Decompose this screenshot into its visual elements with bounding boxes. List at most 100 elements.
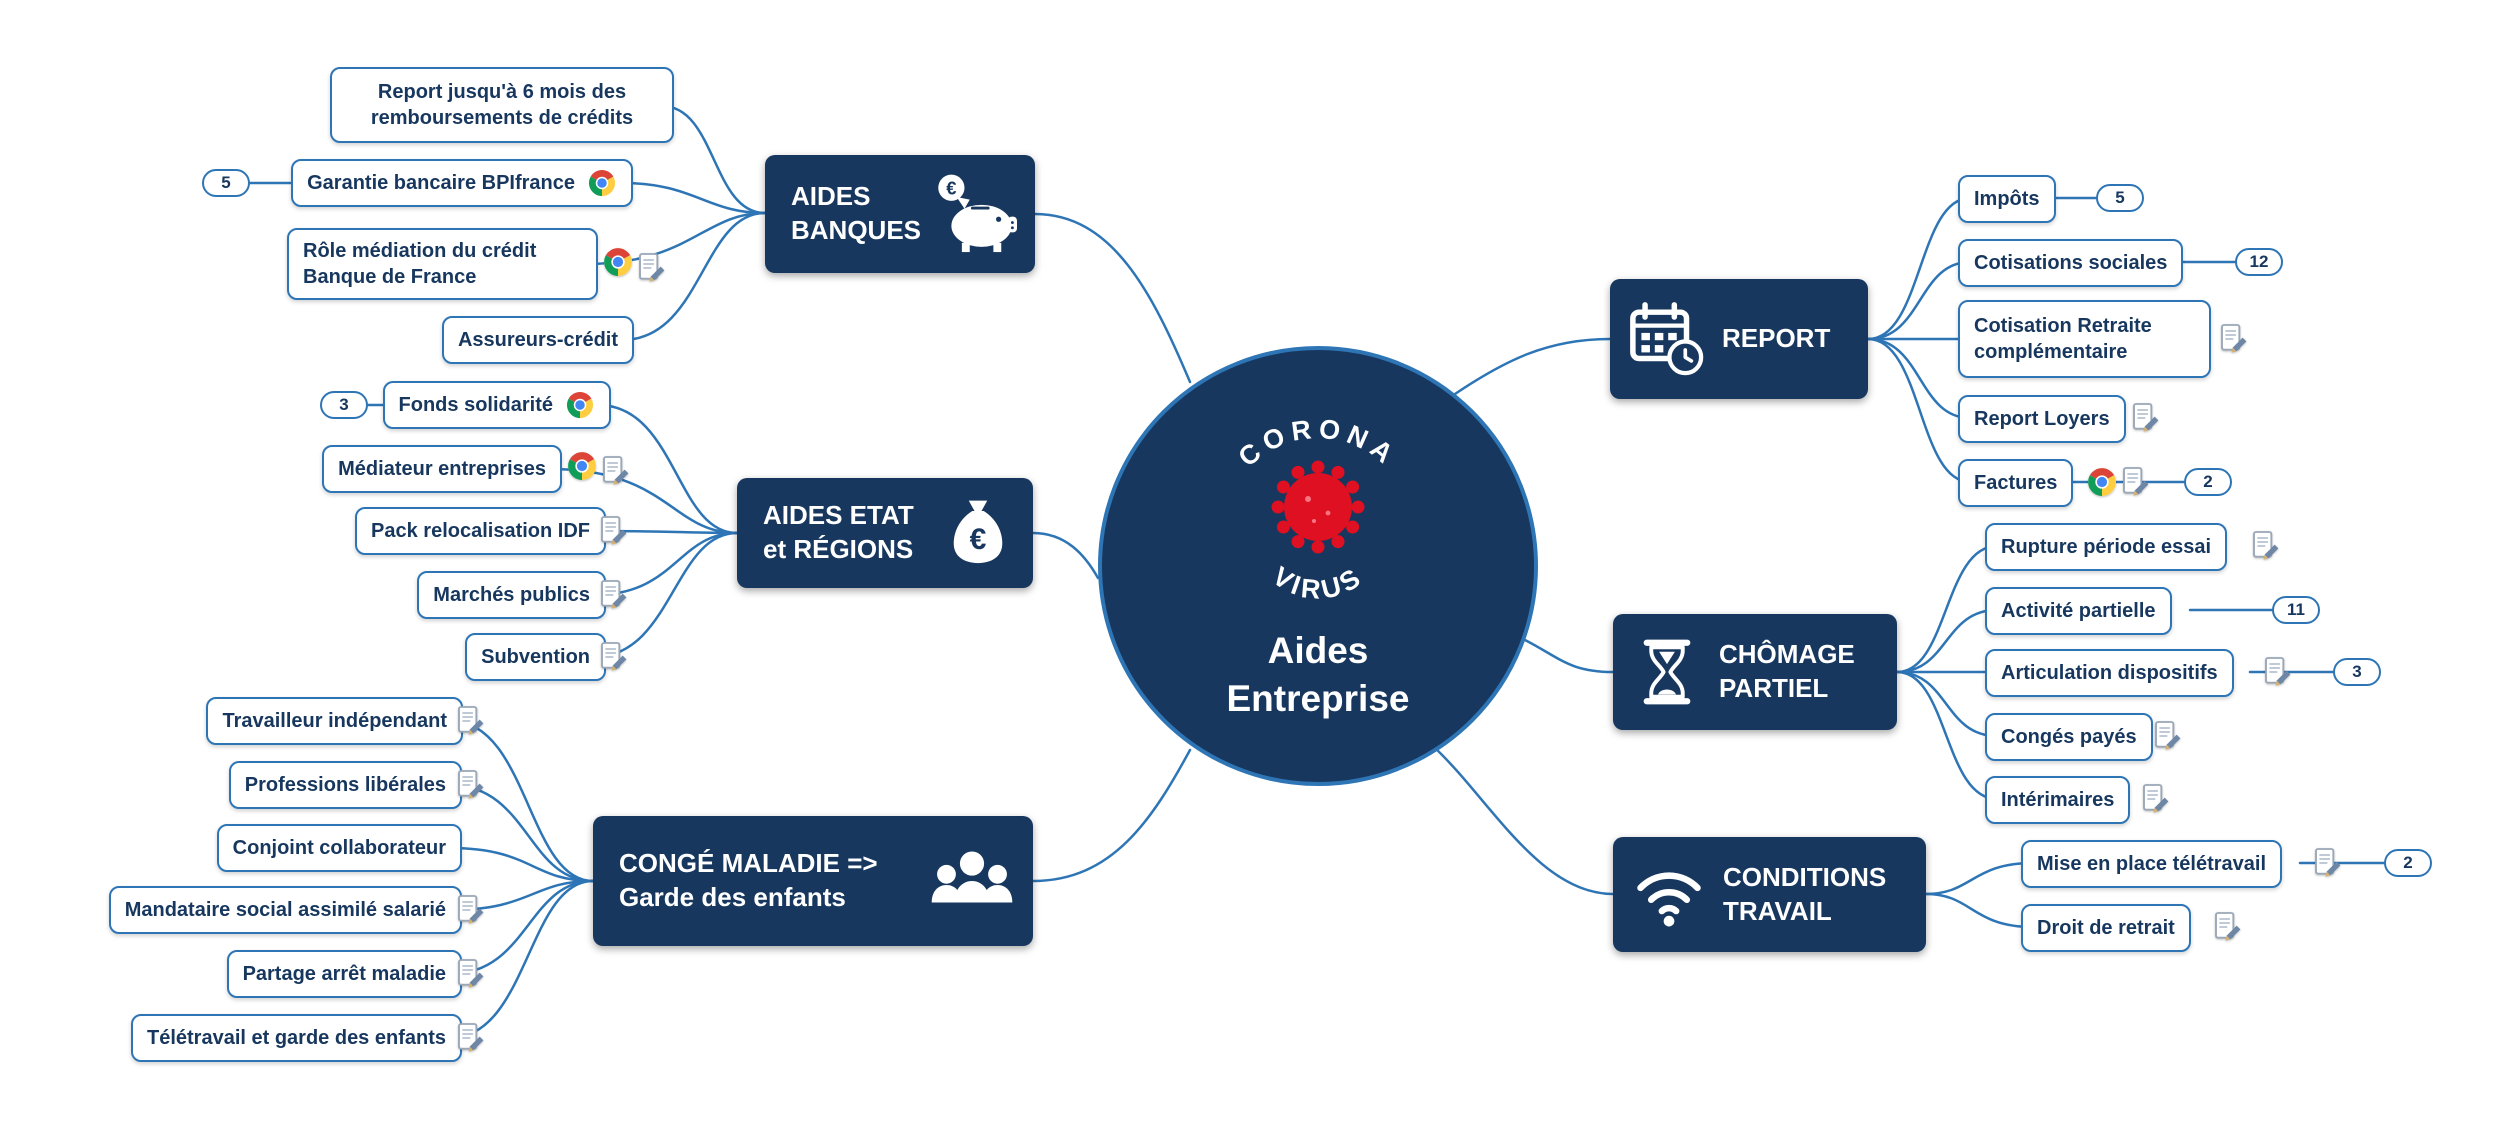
topic-label: Intérimaires <box>2001 788 2115 811</box>
chrome-link-icon[interactable] <box>566 450 598 482</box>
count-badge[interactable]: 5 <box>202 169 250 197</box>
topic-partage-arret-maladie[interactable]: Partage arrêt maladie <box>226 950 462 998</box>
topic-pack-relocalisation-idf[interactable]: Pack relocalisation IDF <box>355 507 606 555</box>
document-attachment-icon[interactable] <box>2120 466 2152 498</box>
central-circle <box>1098 346 1538 786</box>
document-attachment-icon[interactable] <box>598 515 630 547</box>
document-attachment-icon[interactable] <box>455 958 487 990</box>
topic-report-loyers[interactable]: Report Loyers <box>1958 395 2126 443</box>
topic-garantie-bpifrance[interactable]: Garantie bancaire BPIfrance <box>291 159 633 207</box>
center-title-line1: Aides <box>1268 630 1369 671</box>
topic-label: Pack relocalisation IDF <box>371 519 590 542</box>
document-attachment-icon[interactable] <box>598 579 630 611</box>
topic-label: Report Loyers <box>1974 407 2110 430</box>
topic-travailleur-independant[interactable]: Travailleur indépendant <box>206 697 463 745</box>
chrome-link-icon[interactable] <box>587 168 617 198</box>
chrome-link-icon[interactable] <box>602 246 634 278</box>
count-badge[interactable]: 2 <box>2384 849 2432 877</box>
topic-articulation-dispositifs[interactable]: Articulation dispositifs <box>1985 649 2234 697</box>
topic-label: Fonds solidarité <box>398 393 553 416</box>
main-topic-conge-maladie[interactable]: CONGÉ MALADIE =>Garde des enfants <box>593 816 1033 946</box>
topic-factures[interactable]: Factures <box>1958 459 2074 507</box>
document-attachment-icon[interactable] <box>2152 720 2184 752</box>
wifi-icon <box>1631 857 1707 933</box>
document-attachment-icon[interactable] <box>600 455 632 487</box>
topic-rupture-periode-essai[interactable]: Rupture période essai <box>1985 523 2228 571</box>
topic-label: Partage arrêt maladie <box>242 962 446 985</box>
topic-label: Mise en place télétravail <box>2037 852 2267 875</box>
money-bag-euro-icon <box>941 496 1015 570</box>
count-badge[interactable]: 11 <box>2272 596 2320 624</box>
topic-marches-publics[interactable]: Marchés publics <box>417 571 606 619</box>
topic-label: Cotisation Retraite complémentaire <box>1974 315 2152 363</box>
topic-label: Droit de retrait <box>2037 916 2175 939</box>
document-attachment-icon[interactable] <box>2250 530 2282 562</box>
center-title-line2: Entreprise <box>1226 678 1409 719</box>
topic-label: Congés payés <box>2001 725 2137 748</box>
topic-label: Rôle médiation du crédit Banque de Franc… <box>303 240 537 288</box>
topic-label: Médiateur entreprises <box>338 457 546 480</box>
count-badge[interactable]: 12 <box>2235 248 2283 276</box>
document-attachment-icon[interactable] <box>2130 402 2162 434</box>
topic-cotisation-retraite[interactable]: Cotisation Retraite complémentaire <box>1958 300 2211 378</box>
topic-professions-liberales[interactable]: Professions libérales <box>228 761 462 809</box>
topic-impots[interactable]: Impôts <box>1958 175 2056 223</box>
document-attachment-icon[interactable] <box>455 1022 487 1054</box>
topic-droit-de-retrait[interactable]: Droit de retrait <box>2021 904 2191 952</box>
document-attachment-icon[interactable] <box>2218 323 2250 355</box>
topic-mise-en-place-teletravail[interactable]: Mise en place télétravail <box>2021 840 2283 888</box>
chrome-link-icon[interactable] <box>565 390 595 420</box>
topic-fonds-solidarite[interactable]: Fonds solidarité <box>382 381 611 429</box>
chrome-link-icon[interactable] <box>2086 466 2118 498</box>
topic-activite-partielle[interactable]: Activité partielle <box>1985 587 2172 635</box>
topic-label: Cotisations sociales <box>1974 251 2168 274</box>
topic-interimaires[interactable]: Intérimaires <box>1985 776 2131 824</box>
count-badge[interactable]: 3 <box>320 391 368 419</box>
topic-label: Articulation dispositifs <box>2001 661 2218 684</box>
topic-label: Impôts <box>1974 187 2040 210</box>
topic-label: Factures <box>1974 471 2058 494</box>
document-attachment-icon[interactable] <box>598 641 630 673</box>
topic-label: Subvention <box>481 645 590 668</box>
document-attachment-icon[interactable] <box>455 705 487 737</box>
central-topic-corona-virus[interactable]: CORONA VIRUS Aides Entreprise <box>1093 341 1543 796</box>
document-attachment-icon[interactable] <box>2312 847 2344 879</box>
topic-label: Activité partielle <box>2001 599 2156 622</box>
count-badge[interactable]: 2 <box>2184 468 2232 496</box>
document-attachment-icon[interactable] <box>636 252 668 284</box>
topic-mandataire-social[interactable]: Mandataire social assimilé salarié <box>108 886 462 934</box>
topic-cotisations-sociales[interactable]: Cotisations sociales <box>1958 239 2184 287</box>
topic-conges-payes[interactable]: Congés payés <box>1985 713 2153 761</box>
topic-report-6-mois-credits[interactable]: Report jusqu'à 6 mois des remboursements… <box>330 67 674 143</box>
document-attachment-icon[interactable] <box>455 894 487 926</box>
main-topic-report[interactable]: REPORT <box>1610 279 1868 399</box>
topic-assureurs-credit[interactable]: Assureurs-crédit <box>441 316 634 364</box>
topic-label: Rupture période essai <box>2001 535 2212 558</box>
document-attachment-icon[interactable] <box>2140 783 2172 815</box>
topic-label: Télétravail et garde des enfants <box>146 1026 446 1049</box>
topic-label: Mandataire social assimilé salarié <box>124 898 446 921</box>
document-attachment-icon[interactable] <box>455 769 487 801</box>
topic-label: Assureurs-crédit <box>457 328 618 351</box>
topic-mediateur-entreprises[interactable]: Médiateur entreprises <box>322 445 562 493</box>
count-badge[interactable]: 3 <box>2333 658 2381 686</box>
topic-teletravail-garde-enfants[interactable]: Télétravail et garde des enfants <box>130 1014 462 1062</box>
document-attachment-icon[interactable] <box>2262 656 2294 688</box>
hourglass-icon <box>1631 636 1703 708</box>
virus-icon <box>1271 460 1365 554</box>
topic-role-mediation-credit[interactable]: Rôle médiation du crédit Banque de Franc… <box>287 228 598 300</box>
topic-conjoint-collaborateur[interactable]: Conjoint collaborateur <box>216 824 462 872</box>
topic-subvention[interactable]: Subvention <box>465 633 606 681</box>
count-badge[interactable]: 5 <box>2096 184 2144 212</box>
document-attachment-icon[interactable] <box>2212 911 2244 943</box>
